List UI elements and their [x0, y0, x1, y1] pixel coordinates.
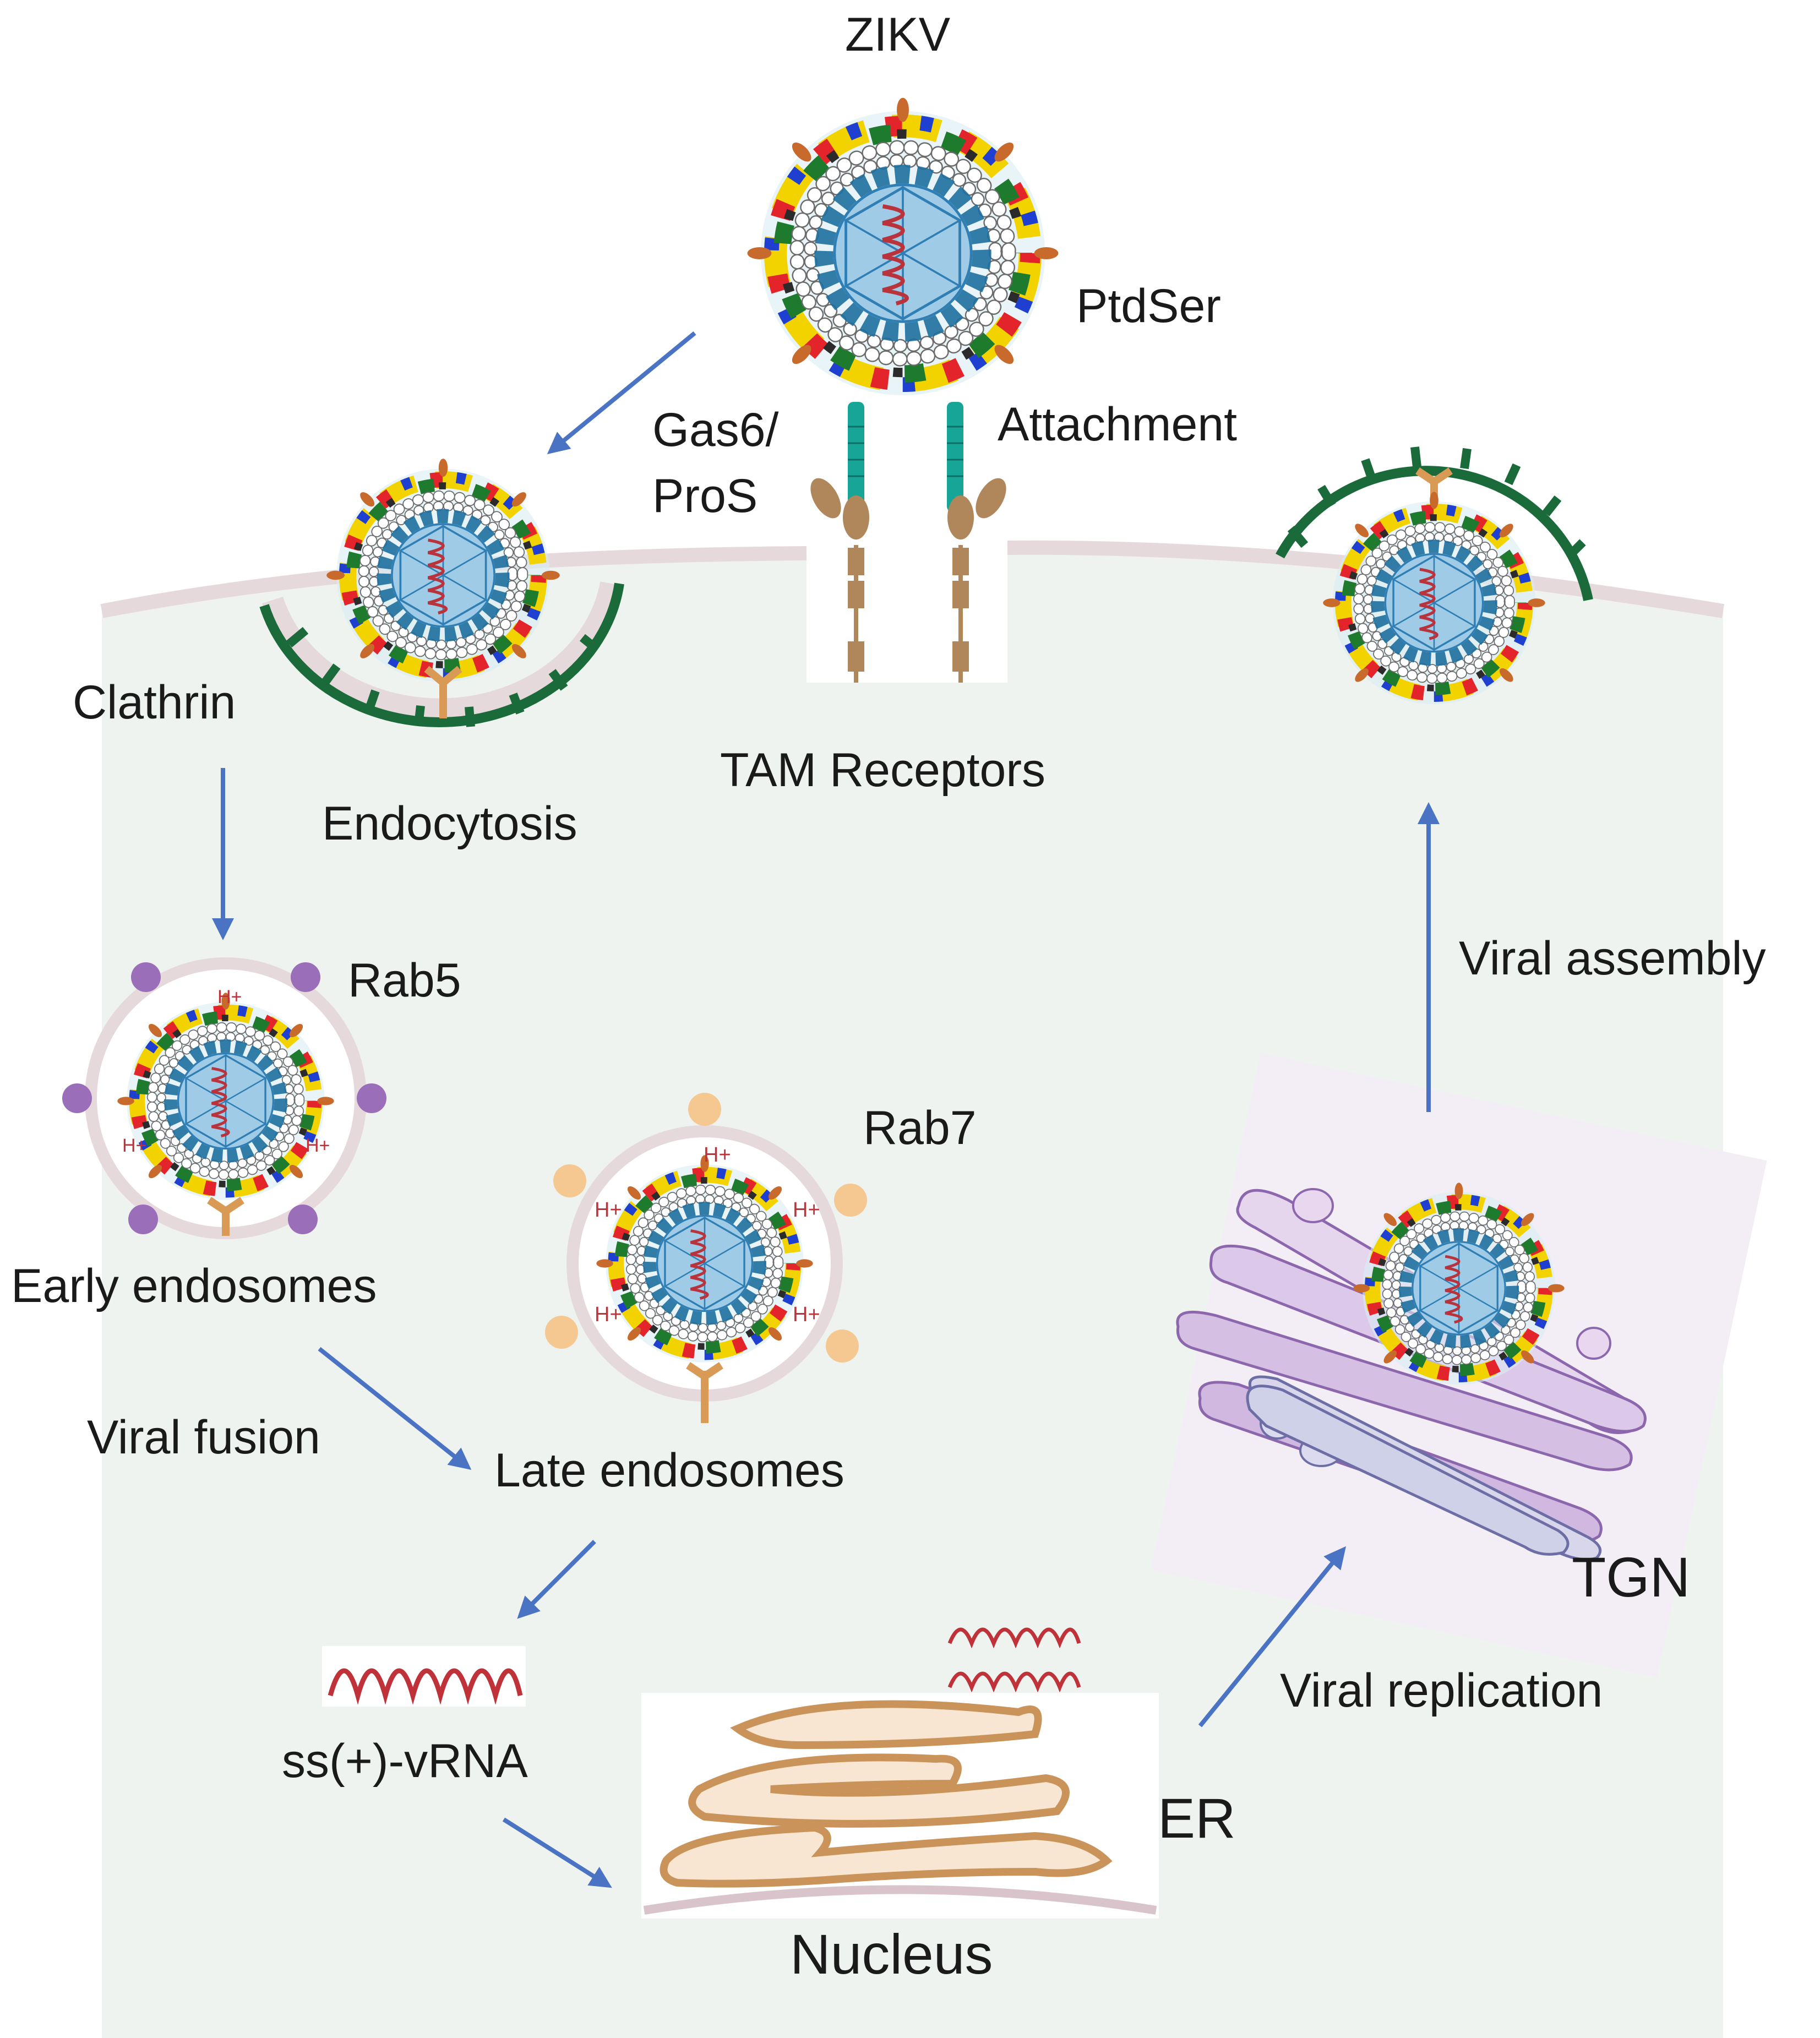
endoplasmic-reticulum: [641, 1693, 1159, 1919]
arrow-to-vrna: [517, 1540, 596, 1619]
label-rab5: Rab5: [348, 954, 461, 1007]
label-clathrin: Clathrin: [73, 676, 236, 729]
label-early-endosomes: Early endosomes: [11, 1260, 377, 1312]
proton-label-ee-top: H+: [217, 987, 242, 1007]
label-tam-receptors: TAM Receptors: [720, 744, 1045, 797]
proton-label-le-right-1: H+: [793, 1198, 820, 1222]
label-ss-vrna: ss(+)-vRNA: [282, 1735, 528, 1788]
label-rab7: Rab7: [863, 1102, 977, 1154]
vrna-wave: [322, 1646, 526, 1707]
proton-label-le-left-2: H+: [595, 1303, 622, 1326]
label-ptdser: PtdSer: [1076, 280, 1221, 333]
label-late-endosomes: Late endosomes: [494, 1444, 844, 1497]
early-endosome-stalk: [207, 1197, 244, 1236]
label-nucleus: Nucleus: [790, 1923, 993, 1986]
tam-receptor-left: [810, 402, 869, 683]
vrna-wave-er: [947, 1627, 1081, 1693]
label-viral-replication: Viral replication: [1280, 1664, 1603, 1717]
arrow-to-endocytosis: [547, 331, 696, 455]
label-tgn: TGN: [1572, 1546, 1690, 1609]
label-viral-fusion: Viral fusion: [87, 1411, 320, 1464]
label-viral-assembly: Viral assembly: [1459, 932, 1766, 985]
label-endocytosis: Endocytosis: [322, 797, 577, 850]
late-endosome-stalk: [686, 1362, 723, 1423]
tam-receptor-right: [947, 402, 1006, 683]
label-er: ER: [1158, 1787, 1236, 1850]
proton-label-ee-right: H+: [306, 1135, 330, 1156]
proton-label-le-left-1: H+: [595, 1198, 622, 1222]
arrow-to-nucleus: [502, 1817, 612, 1888]
proton-label-le-right-2: H+: [793, 1303, 820, 1326]
arrow-to-late-endosome: [318, 1347, 472, 1470]
label-pros: ProS: [652, 470, 758, 522]
label-zikv: ZIKV: [845, 8, 950, 61]
adaptor-stalk: [424, 666, 462, 718]
label-attachment: Attachment: [998, 398, 1237, 451]
label-gas6: Gas6/: [652, 404, 779, 456]
zikv-virion: [748, 98, 1059, 396]
arrow-viral-replication: [1198, 1546, 1347, 1728]
clathrin-coated-pit: [259, 581, 624, 727]
proton-label-ee-left: H+: [122, 1135, 146, 1156]
proton-label-le-top: H+: [704, 1143, 731, 1167]
